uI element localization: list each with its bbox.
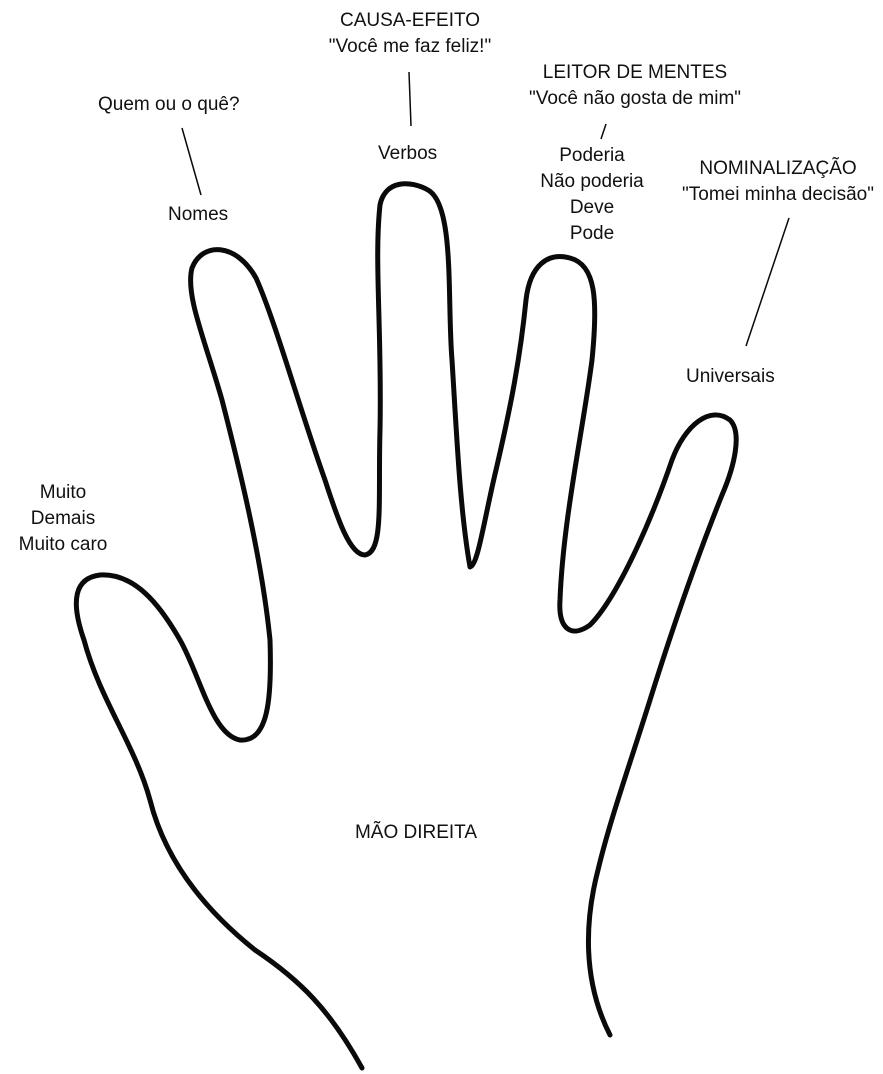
thumb-label: Universais	[686, 364, 775, 390]
index-item: Deve	[530, 195, 654, 221]
pointer-line-thumb	[746, 218, 789, 346]
middle-example: "Você me faz feliz!"	[300, 34, 520, 60]
index-example: "Você não gosta de mim"	[508, 86, 762, 112]
index-heading: LEITOR DE MENTES	[508, 60, 762, 86]
pinky-item: Demais	[8, 506, 118, 532]
middle-finger-label: Verbos	[378, 141, 437, 167]
hand-outline	[76, 184, 736, 1068]
index-finger-items: Poderia Não poderia Deve Pode	[530, 143, 654, 247]
index-item: Pode	[530, 221, 654, 247]
index-finger-annotation: LEITOR DE MENTES "Você não gosta de mim"	[508, 60, 762, 112]
pinky-finger-items: Muito Demais Muito caro	[8, 480, 118, 558]
index-item: Poderia	[530, 143, 654, 169]
pointer-line-ring	[182, 128, 201, 195]
index-item: Não poderia	[530, 169, 654, 195]
ring-finger-label: Nomes	[168, 202, 228, 228]
thumb-heading: NOMINALIZAÇÃO	[675, 156, 881, 182]
thumb-annotation: NOMINALIZAÇÃO "Tomei minha decisão"	[675, 156, 881, 208]
pinky-item: Muito caro	[8, 532, 118, 558]
pinky-item: Muito	[8, 480, 118, 506]
middle-finger-annotation: CAUSA-EFEITO "Você me faz feliz!"	[300, 8, 520, 60]
thumb-example: "Tomei minha decisão"	[675, 182, 881, 208]
ring-prompt-label: Quem ou o quê?	[98, 92, 240, 118]
palm-title: MÃO DIREITA	[326, 820, 506, 846]
pointer-line-middle	[409, 72, 411, 126]
pointer-line-index	[601, 124, 606, 139]
middle-heading: CAUSA-EFEITO	[300, 8, 520, 34]
